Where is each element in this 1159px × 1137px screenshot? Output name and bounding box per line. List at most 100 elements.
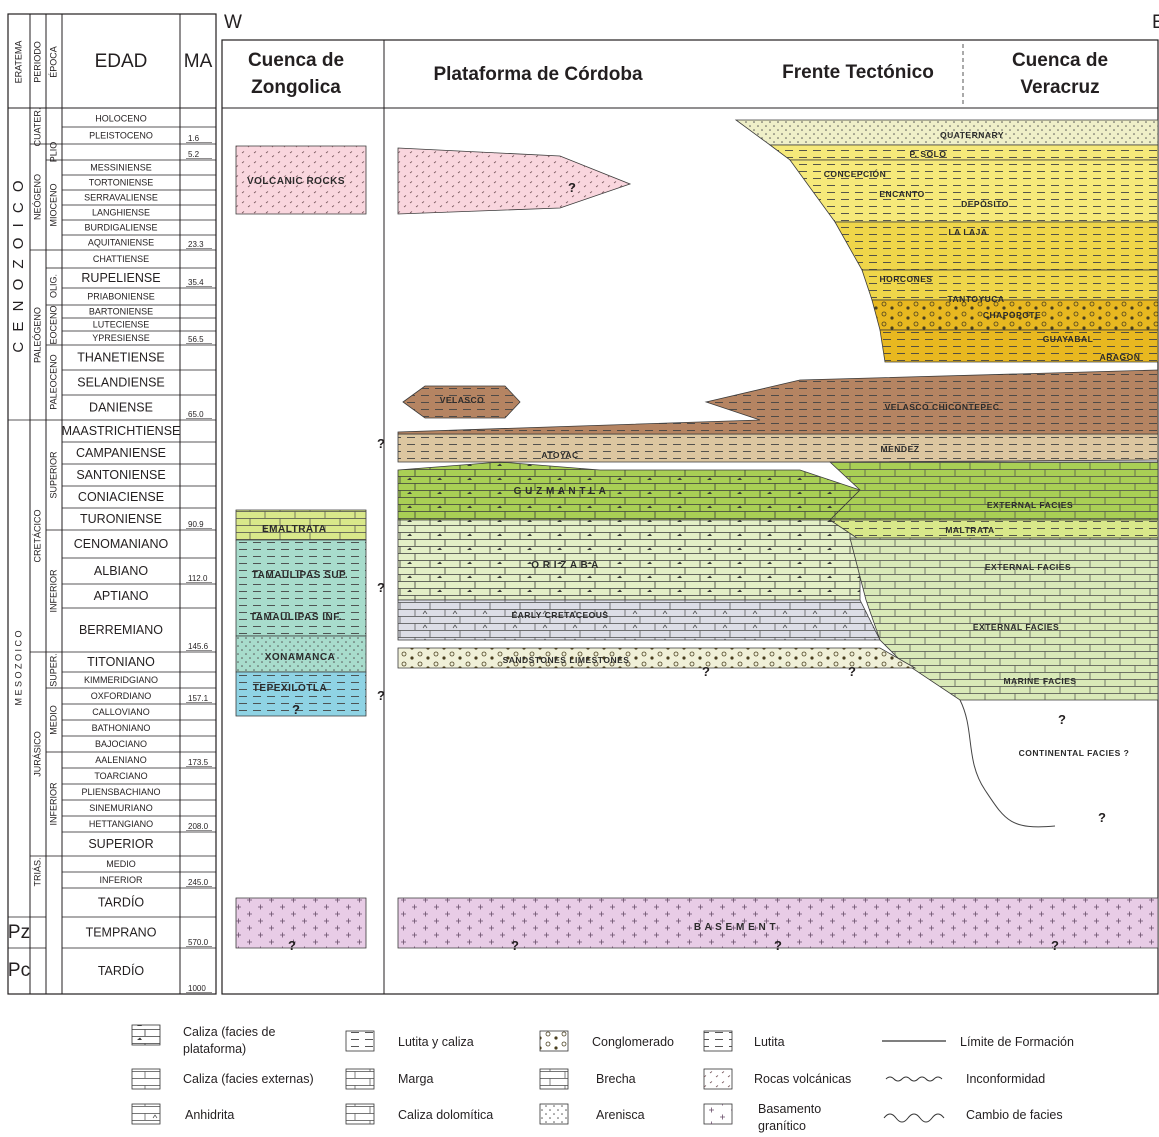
header-frente: Frente Tectónico bbox=[782, 62, 934, 83]
header-zongolica: Zongolica bbox=[251, 77, 341, 98]
label-basement: B A S E M E N T bbox=[694, 922, 776, 933]
ma-value: 208.0 bbox=[188, 822, 209, 831]
unit-sandstones-limestones bbox=[397, 647, 917, 669]
label-aragon: ARAGON bbox=[1100, 352, 1141, 362]
period-neogeno: NEÓGENO bbox=[32, 174, 42, 220]
ma-value: 23.3 bbox=[188, 240, 204, 249]
period-cretacico: CRETÁCICO bbox=[32, 509, 42, 562]
header-veracruz: Veracruz bbox=[1020, 77, 1099, 98]
legend-arenisca: Arenisca bbox=[596, 1108, 645, 1122]
era-pc: Pc bbox=[8, 960, 30, 981]
unit-mendez bbox=[397, 433, 1159, 463]
label-marine-facies: MARINE FACIES bbox=[1003, 676, 1076, 686]
header-veracruz: Cuenca de bbox=[1012, 50, 1108, 71]
age-label: AALENIANO bbox=[95, 755, 147, 765]
label-concepcion: CONCEPCIÓN bbox=[824, 168, 887, 179]
legend-swatch-caliza-externas bbox=[131, 1068, 161, 1090]
label-external-facies-2: EXTERNAL FACIES bbox=[985, 562, 1071, 572]
legend-rocas-volcanicas: Rocas volcánicas bbox=[754, 1072, 851, 1086]
age-label: CAMPANIENSE bbox=[76, 446, 166, 460]
label-sandstones-limestones: SANDSTONES LIMESTONES bbox=[503, 655, 630, 665]
period-trias: TRIÁS. bbox=[32, 857, 42, 886]
label-tamaulipas-sup: TAMAULIPAS SUP. bbox=[252, 570, 348, 581]
label-deposito: DEPÓSITO bbox=[961, 198, 1009, 209]
unit-external-facies-upper bbox=[828, 461, 1159, 521]
label-quaternary: QUATERNARY bbox=[940, 130, 1004, 140]
age-label: THANETIENSE bbox=[77, 351, 165, 365]
age-label: BURDIGALIENSE bbox=[84, 223, 157, 233]
legend-swatch-marga bbox=[345, 1068, 375, 1090]
q-left-3: ? bbox=[377, 688, 385, 703]
age-label: TEMPRANO bbox=[86, 926, 157, 940]
age-label: SANTONIENSE bbox=[76, 468, 165, 482]
age-label: TORTONIENSE bbox=[89, 178, 154, 188]
ma-value: 35.4 bbox=[188, 278, 204, 287]
label-encanto: ENCANTO bbox=[879, 189, 924, 199]
legend-basamento: Basamento bbox=[758, 1102, 821, 1116]
legend-swatch-caliza-plataforma bbox=[131, 1024, 161, 1046]
age-label: AQUITANIENSE bbox=[88, 238, 154, 248]
age-label: CONIACIENSE bbox=[78, 490, 164, 504]
age-label: BAJOCIANO bbox=[95, 739, 147, 749]
label-tepexilotla: TEPEXILOTLA bbox=[253, 683, 327, 694]
epoch-jur-inferior: INFERIOR bbox=[48, 782, 58, 826]
age-label: PLEISTOCENO bbox=[89, 131, 153, 141]
unit-basement bbox=[397, 897, 1159, 949]
label-maltrata: MALTRATA bbox=[945, 525, 994, 535]
age-label: PRIABONIENSE bbox=[87, 292, 155, 302]
age-label: YPRESIENSE bbox=[92, 333, 150, 343]
unit-volcanic-rocks-cordoba bbox=[397, 147, 632, 215]
compass-east: E bbox=[1152, 12, 1159, 33]
unit-concepcion bbox=[789, 159, 1159, 223]
age-label: APTIANO bbox=[94, 589, 149, 603]
age-label: LANGHIENSE bbox=[92, 208, 150, 218]
age-label: LUTECIENSE bbox=[93, 320, 150, 330]
continental-question: ? bbox=[1098, 810, 1106, 825]
basement-question: ? bbox=[511, 938, 519, 953]
q-left-2: ? bbox=[377, 580, 385, 595]
label-continental-facies: CONTINENTAL FACIES ? bbox=[1019, 748, 1130, 758]
header-zongolica: Cuenca de bbox=[248, 50, 344, 71]
period-paleogeno: PALEÓGENO bbox=[32, 307, 42, 363]
age-label: CHATTIENSE bbox=[93, 254, 149, 264]
unit-p-solo bbox=[768, 144, 1159, 161]
unit-velasco-lens bbox=[402, 385, 521, 419]
header-periodo: PERIODO bbox=[32, 41, 42, 83]
marine-question: ? bbox=[1058, 712, 1066, 727]
ma-value: 145.6 bbox=[188, 642, 209, 651]
unit-emaltrata bbox=[235, 509, 367, 541]
label-external-facies-3: EXTERNAL FACIES bbox=[973, 622, 1059, 632]
age-label: MAASTRICHTIENSE bbox=[62, 424, 181, 438]
legend-swatch-cambio-facies bbox=[883, 1113, 945, 1123]
legend-marga: Marga bbox=[398, 1072, 433, 1086]
header-cordoba: Plataforma de Córdoba bbox=[433, 64, 642, 85]
legend-brecha: Brecha bbox=[596, 1072, 636, 1086]
zongolica-question: ? bbox=[292, 702, 300, 717]
age-label: TITONIANO bbox=[87, 655, 155, 669]
label-horcones: HORCONES bbox=[879, 274, 932, 284]
legend-conglomerado: Conglomerado bbox=[592, 1035, 674, 1049]
label-atoyac: ATOYAC bbox=[541, 450, 578, 460]
unit-velasco-chicontepec bbox=[397, 369, 1159, 435]
label-tantoyuca: TANTOYUCA bbox=[947, 294, 1004, 304]
label-mendez: MENDEZ bbox=[881, 444, 920, 454]
epoch-eoceno: EOCENO bbox=[48, 305, 58, 344]
epoch-mioceno: MIOCENO bbox=[48, 183, 58, 226]
header-epoca: ÉPOCA bbox=[48, 46, 58, 78]
era-mesozoico: M E S O Z O I C O bbox=[13, 630, 23, 705]
legend-swatch-caliza-dolomitica bbox=[345, 1103, 375, 1125]
legend-caliza-dolomitica: Caliza dolomítica bbox=[398, 1108, 493, 1122]
label-early-cretaceous: EARLY CRETACEOUS bbox=[511, 610, 608, 620]
era-cenozoico: C E N O Z O I C O bbox=[10, 177, 27, 352]
epoch-jur-medio: MEDIO bbox=[48, 705, 58, 735]
q-left-1: ? bbox=[377, 436, 385, 451]
age-label: PLIENSBACHIANO bbox=[81, 787, 160, 797]
compass-west: W bbox=[224, 12, 242, 33]
age-label: SUPERIOR bbox=[88, 837, 153, 851]
legend-swatch-inconformidad bbox=[885, 1076, 943, 1082]
label-volcanic-rocks: VOLCANIC ROCKS bbox=[247, 176, 345, 187]
age-label: CENOMANIANO bbox=[74, 537, 169, 551]
legend-swatch-arenisca bbox=[539, 1103, 569, 1125]
age-label: INFERIOR bbox=[99, 875, 143, 885]
